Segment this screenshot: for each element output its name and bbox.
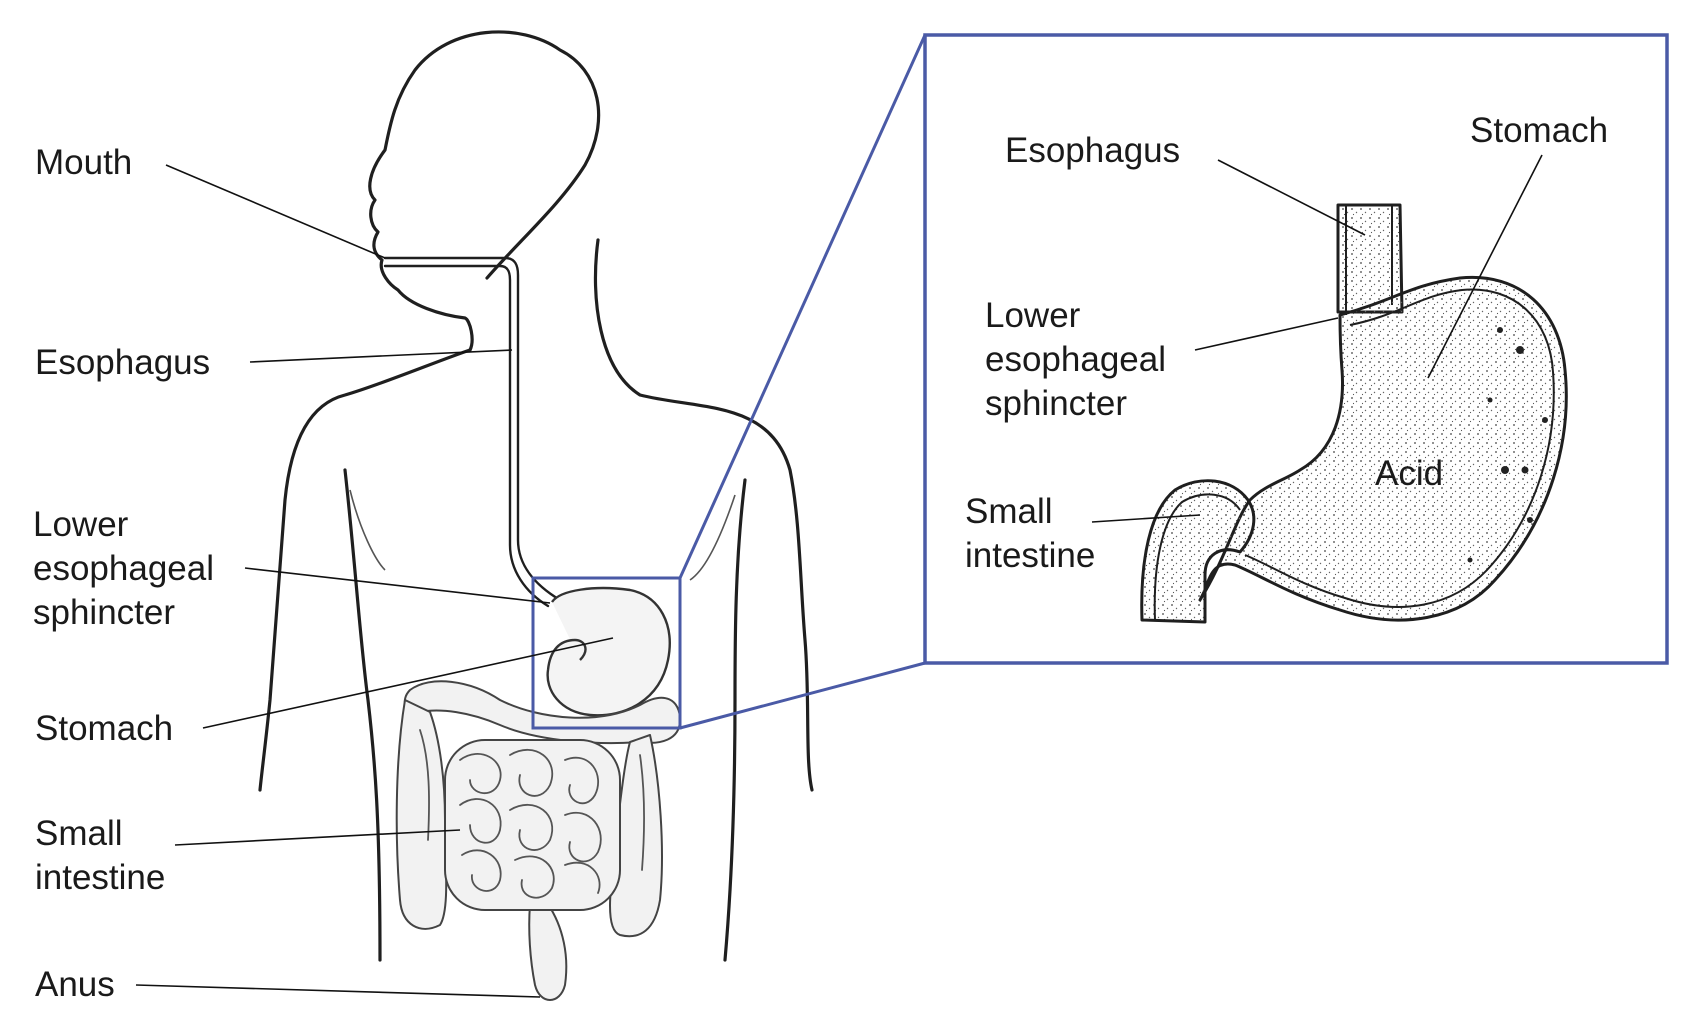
head-outline — [368, 30, 601, 352]
label-les-1: Lower — [33, 505, 129, 544]
armpit-left — [349, 489, 386, 571]
small-intestine-coils — [419, 729, 645, 911]
zoom-line-bottom — [679, 661, 926, 730]
labels-main: Mouth Esophagus Lower esophageal sphinct… — [33, 143, 214, 1004]
stomach-organ — [546, 586, 671, 717]
inset-label-les-1: Lower — [985, 296, 1081, 335]
label-stomach: Stomach — [35, 709, 173, 748]
leader-esophagus — [249, 349, 513, 363]
body-silhouette — [258, 30, 814, 962]
inset-label-small-intestine-2: intestine — [965, 536, 1095, 575]
shoulder-left — [258, 348, 472, 792]
label-small-intestine-2: intestine — [35, 858, 165, 897]
inset-stomach — [1198, 275, 1568, 622]
torso-right-side — [723, 478, 747, 962]
zoom-source-box — [531, 576, 682, 730]
inset-label-les-3: sphincter — [985, 384, 1127, 423]
inset-small-intestine — [1140, 479, 1256, 624]
rectum — [528, 899, 568, 1001]
label-small-intestine-1: Small — [35, 814, 123, 853]
label-les-3: sphincter — [33, 593, 175, 632]
inset-label-stomach: Stomach — [1470, 111, 1608, 150]
leader-les — [244, 567, 551, 604]
armpit-right — [689, 494, 736, 581]
inset-label-small-intestine-1: Small — [965, 492, 1053, 531]
leader-stomach — [202, 637, 614, 729]
leader-anus — [135, 984, 541, 998]
zoom-indicator — [531, 34, 927, 730]
inset-label-les-2: esophageal — [985, 340, 1166, 379]
inset-stomach-illustration — [1140, 203, 1568, 624]
inset-leader-stomach — [1427, 154, 1543, 379]
label-les-2: esophageal — [33, 549, 214, 588]
leader-lines — [135, 154, 1543, 998]
inset-leader-esophagus — [1217, 159, 1366, 236]
leader-mouth — [165, 164, 386, 259]
label-mouth: Mouth — [35, 143, 132, 182]
neck-back — [593, 238, 814, 792]
inset-label-acid: Acid — [1375, 454, 1443, 493]
inset-speckles — [1467, 327, 1548, 563]
label-anus: Anus — [35, 965, 115, 1004]
inset-leader-small-intestine — [1091, 514, 1201, 523]
inset-leader-les — [1194, 317, 1339, 351]
zoom-line-top — [678, 34, 927, 579]
inset-label-esophagus: Esophagus — [1005, 131, 1180, 170]
colon-ascending — [395, 699, 448, 930]
label-esophagus: Esophagus — [35, 343, 210, 382]
esophagus-tube — [383, 256, 562, 608]
torso-left-side — [343, 468, 382, 962]
leader-small-intestine — [174, 829, 461, 846]
labels-inset: Esophagus Stomach Lower esophageal sphin… — [965, 111, 1608, 575]
